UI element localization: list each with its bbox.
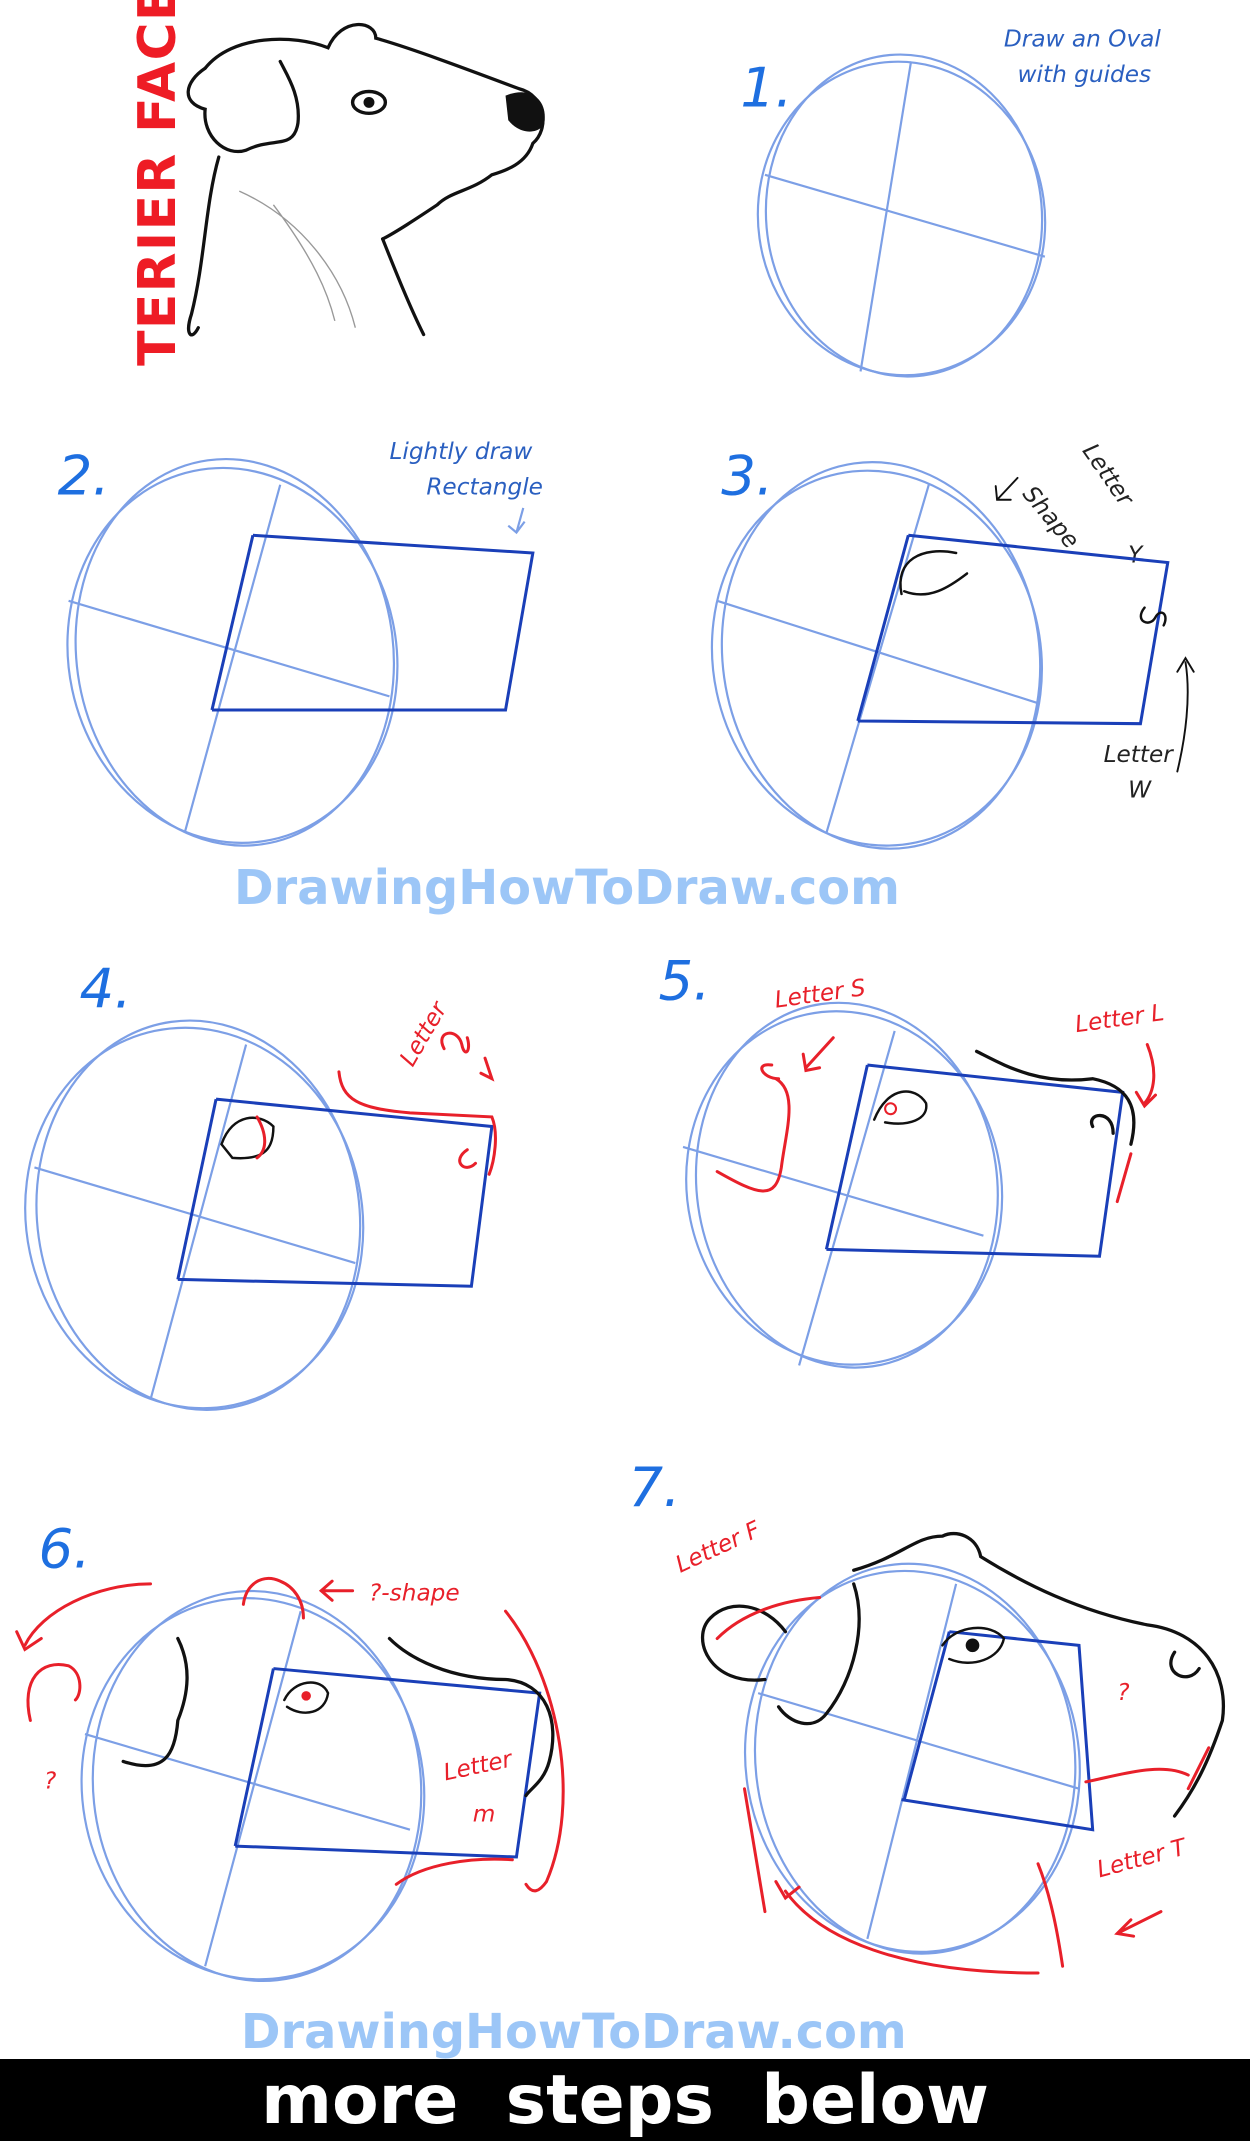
step-note: Letter F	[671, 1516, 765, 1579]
step-number: 2.	[58, 443, 110, 507]
question-shape-ear	[241, 1576, 305, 1620]
step-number: 1.	[740, 56, 792, 120]
muzzle-rectangle	[856, 533, 1170, 726]
muzzle-rectangle	[176, 1097, 494, 1288]
step-note: Letter T	[1094, 1833, 1190, 1883]
step-5: 5. Letter S Letter L	[658, 948, 1166, 1369]
step-note: W	[1128, 776, 1152, 803]
step-note: Y	[1128, 542, 1144, 569]
step-note: Letter	[1104, 741, 1175, 768]
header: TERIER FACE	[128, 0, 545, 366]
step-note: with guides	[1018, 61, 1152, 88]
letter-s-brow	[337, 1070, 497, 1176]
step-6: 6. ?-shape Letter m ?	[15, 1517, 565, 1983]
letter-s-ear	[715, 1077, 791, 1193]
head-outline	[852, 1531, 1225, 1818]
step-number: 4.	[80, 957, 132, 1021]
step-note: Shape	[1017, 481, 1084, 554]
head-oval	[80, 1597, 426, 1981]
step-2: 2. Lightly draw Rectangle	[58, 438, 543, 847]
head-oval	[756, 60, 1047, 377]
step-number: 6.	[39, 1517, 91, 1581]
muzzle-rectangle	[233, 1667, 542, 1859]
step-4: 4. Letter	[24, 957, 497, 1411]
head-oval	[743, 1569, 1081, 1953]
step-number: 3.	[721, 443, 773, 507]
step-1: 1. Draw an Oval with guides	[740, 25, 1161, 378]
step-note: Letter S	[773, 974, 867, 1013]
watermark: DrawingHowToDraw.com	[234, 861, 900, 916]
step-note: Letter	[441, 1745, 516, 1786]
step-3: 3. Letter Y Shape Letter W	[710, 439, 1195, 850]
title-text: TERIER FACE	[128, 0, 188, 366]
step-note: Rectangle	[426, 473, 543, 500]
step-note: Letter L	[1073, 999, 1165, 1038]
head-oval	[685, 1010, 1004, 1366]
watermark: DrawingHowToDraw.com	[241, 2005, 907, 2060]
head-oval	[24, 1026, 365, 1410]
step-note: Lightly draw	[389, 438, 532, 465]
muzzle-rectangle	[901, 1630, 1095, 1832]
step-note: ?	[1117, 1679, 1129, 1706]
step-note: ?	[44, 1768, 56, 1795]
footer-banner: more steps below	[0, 2059, 1250, 2141]
step-7: 7. Letter F ? Letter T	[628, 1455, 1225, 1975]
step-note: m	[473, 1800, 496, 1827]
step-note: ?-shape	[369, 1579, 460, 1606]
guide-lines	[764, 61, 1046, 372]
finished-terrier-sketch	[186, 22, 545, 337]
step-number: 7.	[628, 1455, 680, 1519]
muzzle-rectangle	[824, 1063, 1125, 1258]
eye-icon	[350, 89, 388, 116]
step-number: 5.	[658, 948, 710, 1012]
step-note: Letter	[1077, 439, 1140, 512]
step-note: Draw an Oval	[1004, 25, 1161, 52]
muzzle-rectangle	[211, 533, 535, 712]
head-oval	[66, 466, 399, 844]
footer-text: more steps below	[261, 2060, 989, 2140]
